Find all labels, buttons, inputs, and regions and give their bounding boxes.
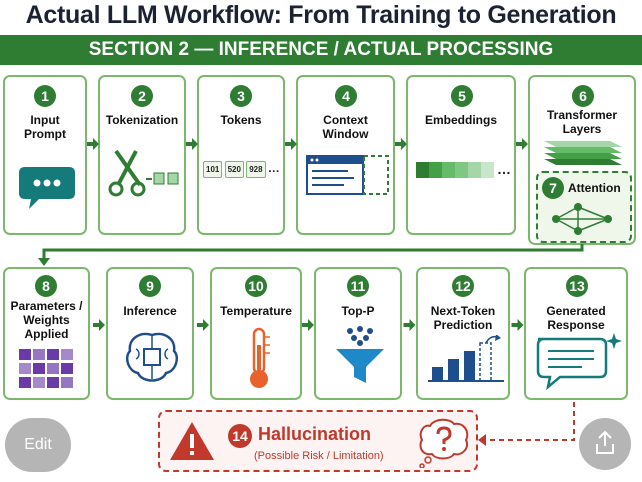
connector-arrow	[38, 244, 584, 266]
step-number: 8	[35, 275, 57, 297]
window-icon	[306, 155, 389, 195]
chat-bubble-icon	[19, 167, 75, 209]
embedding-bar-icon	[416, 162, 494, 178]
arrow-right-icon	[93, 319, 105, 331]
step-number: 11	[347, 275, 369, 297]
step-10-temperature: 10 Temperature	[210, 267, 302, 400]
step-number: 3	[230, 85, 252, 107]
arrow-right-icon	[403, 319, 416, 331]
arrow-right-icon	[516, 138, 528, 150]
brain-chip-icon	[126, 332, 178, 382]
step-number: 10	[245, 275, 267, 297]
token-chip: 928	[246, 161, 266, 178]
step-11-top-p: 11 Top-P	[314, 267, 402, 400]
step-number: 6	[572, 85, 594, 107]
step-number: 4	[335, 85, 357, 107]
step-3-tokens: 3 Tokens 101 520 928 …	[197, 75, 285, 235]
step-label: Tokens	[220, 113, 262, 127]
step-label: Embeddings	[424, 113, 497, 127]
share-icon	[596, 430, 614, 454]
attention-graph-icon	[552, 203, 612, 235]
hallucination-sublabel: (Possible Risk / Limitation)	[254, 450, 384, 462]
step-label: Inference	[123, 304, 177, 318]
section-banner: SECTION 2 — INFERENCE / ACTUAL PROCESSIN…	[0, 35, 642, 65]
token-chip: 520	[224, 161, 244, 178]
bar-chart-icon	[428, 335, 504, 382]
response-bubble-icon	[536, 333, 622, 391]
arrow-right-icon	[87, 138, 99, 150]
hallucination-label: Hallucination	[258, 424, 372, 444]
arrow-right-icon	[197, 319, 209, 331]
step-number: 12	[452, 275, 474, 297]
arrow-right-icon	[186, 138, 198, 150]
step-label: Temperature	[220, 304, 292, 318]
thermometer-icon	[250, 327, 270, 388]
weights-grid-icon	[19, 349, 73, 388]
step-number: 2	[131, 85, 153, 107]
arrow-right-icon	[302, 319, 314, 331]
arrow-right-icon	[285, 138, 297, 150]
step-label: Tokenization	[105, 113, 179, 127]
token-ellipsis: …	[267, 161, 280, 175]
step-9-inference: 9 Inference	[106, 267, 194, 400]
page-title: Actual LLM Workflow: From Training to Ge…	[25, 1, 617, 29]
attention-box: 7 Attention	[536, 171, 632, 243]
arrow-right-icon	[395, 138, 407, 150]
step-number: 1	[34, 85, 56, 107]
step-number: 13	[566, 275, 588, 297]
token-chips-icon: 101 520 928 …	[203, 161, 285, 181]
warning-icon	[170, 422, 214, 460]
step-number: 5	[451, 85, 473, 107]
share-button[interactable]	[579, 418, 631, 470]
embedding-ellipsis: …	[497, 161, 511, 177]
arrow-right-icon	[511, 319, 524, 331]
step-number: 7	[542, 177, 564, 199]
step-number: 9	[139, 275, 161, 297]
step-number: 14	[228, 424, 252, 448]
hallucination-connector	[478, 402, 575, 446]
scissors-icon	[108, 149, 179, 197]
step-5-embeddings: 5 Embeddings …	[406, 75, 516, 235]
step-2-tokenization: 2 Tokenization	[98, 75, 186, 235]
layers-icon	[544, 141, 622, 165]
step-14-hallucination: 14 Hallucination (Possible Risk / Limita…	[158, 410, 478, 472]
edit-button[interactable]: Edit	[5, 418, 71, 472]
funnel-icon	[336, 326, 384, 383]
attention-label: Attention	[568, 181, 621, 195]
question-thought-icon	[419, 418, 469, 468]
step-label: Top-P	[341, 304, 375, 318]
token-chip: 101	[203, 161, 223, 178]
